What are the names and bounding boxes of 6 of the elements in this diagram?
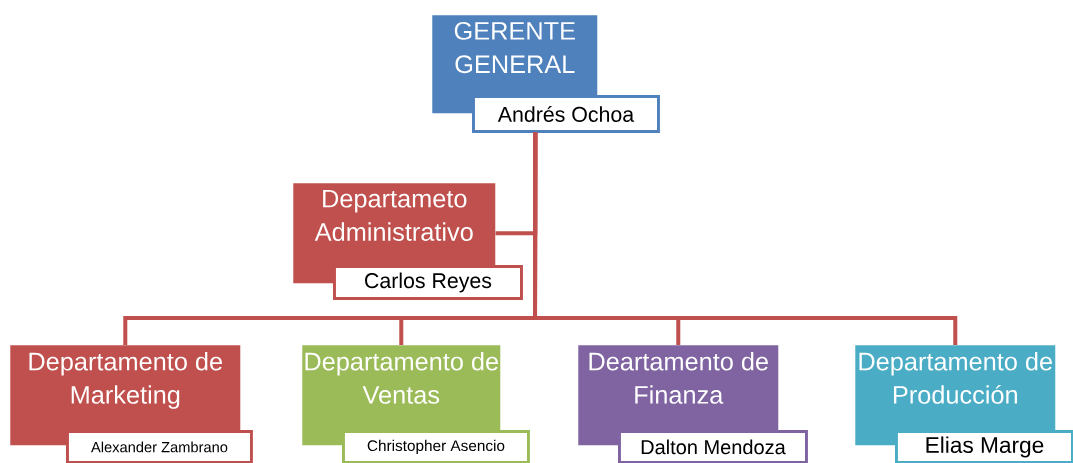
name-box: Carlos Reyes (333, 265, 523, 300)
name-box: Christopher Asencio (342, 430, 530, 463)
name-box: Dalton Mendoza (618, 430, 808, 463)
name-box: Elias Marge (895, 430, 1073, 463)
name-box: Andrés Ochoa (472, 95, 660, 133)
connector-line (533, 132, 958, 345)
